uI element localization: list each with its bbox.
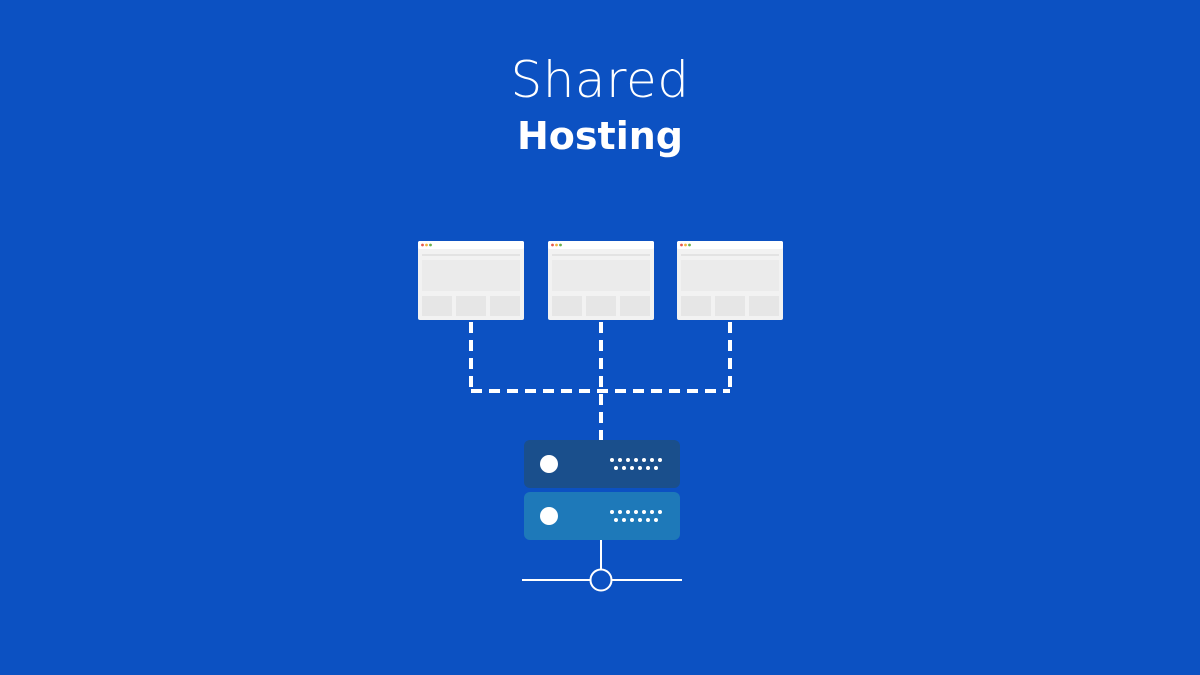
browser-window-icon — [677, 241, 783, 320]
server-icon — [524, 440, 680, 540]
title-line-hosting: Hosting — [517, 114, 683, 158]
browser-window-icon — [418, 241, 524, 320]
dashed-connector-lines — [469, 322, 732, 440]
browser-window-icon — [548, 241, 654, 320]
title-line-shared: Shared — [510, 51, 690, 109]
network-node-icon — [522, 540, 682, 592]
